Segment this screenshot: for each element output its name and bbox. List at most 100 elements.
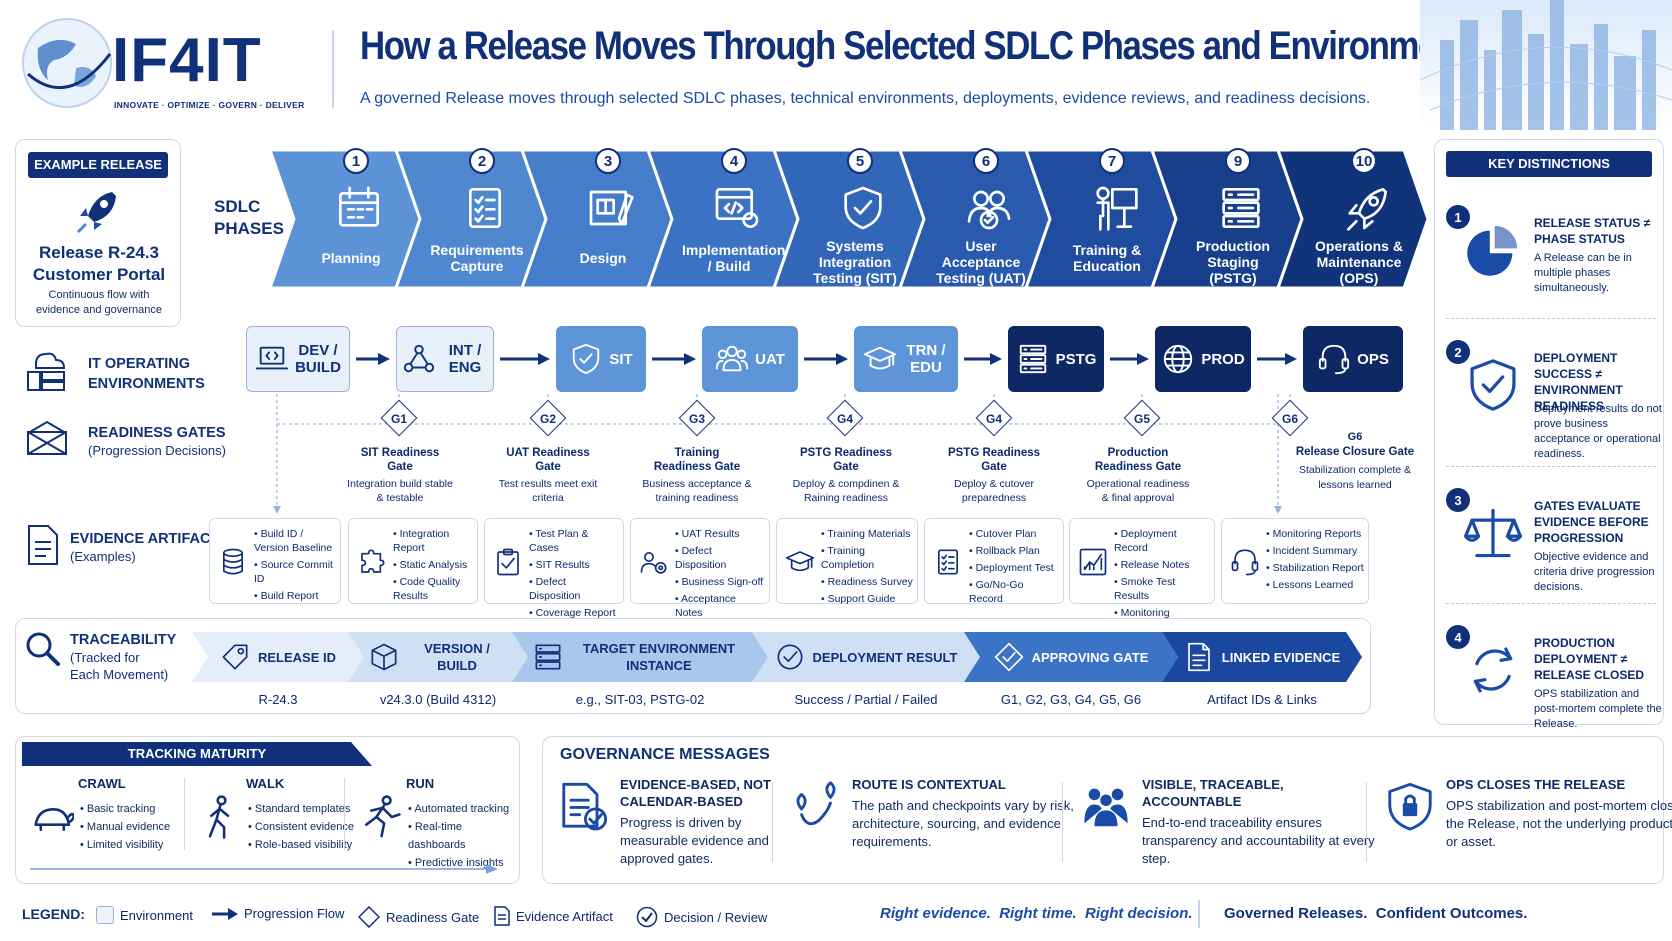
gov-separator bbox=[1366, 782, 1367, 862]
evidence-card-5[interactable]: Training MaterialsTraining CompletionRea… bbox=[776, 518, 918, 605]
check-circle-icon bbox=[777, 644, 803, 670]
gate-id: G6 bbox=[1281, 412, 1298, 426]
maturity-list: Basic trackingManual evidenceLimited vis… bbox=[80, 800, 170, 854]
phase-number: 4 bbox=[721, 148, 747, 174]
env-int-eng[interactable]: INT / ENG bbox=[396, 326, 494, 392]
evidence-card-2[interactable]: Integration ReportStatic AnalysisCode Qu… bbox=[348, 518, 478, 604]
trace-label: RELEASE ID bbox=[257, 649, 336, 665]
governance-panel bbox=[542, 736, 1664, 884]
evidence-item: Defect Disposition bbox=[529, 575, 619, 603]
trace-label: APPROVING GATE bbox=[1031, 649, 1149, 665]
route-icon bbox=[796, 781, 836, 826]
footer-tag-5: Confident Outcomes. bbox=[1375, 905, 1528, 922]
env-pstg[interactable]: PSTG bbox=[1008, 326, 1104, 392]
gov-icon-wrap bbox=[558, 780, 610, 837]
evidence-card-4[interactable]: UAT ResultsDefect DispositionBusiness Si… bbox=[630, 518, 770, 619]
trace-chevron-3 bbox=[512, 632, 768, 682]
env-label: OPS bbox=[1357, 350, 1389, 368]
evidence-list: Build ID / Version BaselineSource Commit… bbox=[254, 527, 336, 606]
evidence-item: Training Materials bbox=[821, 527, 913, 541]
city-skyline-image bbox=[1420, 0, 1672, 130]
trace-item-release-id[interactable]: RELEASE ID bbox=[208, 632, 348, 682]
env-uat[interactable]: UAT bbox=[702, 326, 798, 392]
maturity-item: Standard templates bbox=[248, 800, 354, 818]
kd-desc: A Release can be in multiple phases simu… bbox=[1534, 252, 1632, 294]
env-label: PSTG bbox=[1055, 350, 1097, 368]
phase-number: 3 bbox=[595, 148, 621, 174]
globe-logo-icon bbox=[22, 18, 112, 108]
maturity-item: Manual evidence bbox=[80, 818, 170, 836]
trace-item-deployment-result[interactable]: DEPLOYMENT RESULT bbox=[768, 632, 964, 682]
trace-label: VERSION / BUILD bbox=[424, 641, 490, 673]
phase-label: Design bbox=[579, 250, 627, 266]
maturity-item: Consistent evidence bbox=[248, 818, 354, 836]
closure-gate-text: G6 Release Closure Gate Stabilization co… bbox=[1290, 430, 1420, 493]
evidence-card-7[interactable]: Deployment RecordRelease NotesSmoke Test… bbox=[1069, 518, 1215, 633]
kd-desc: OPS stabilization and post-mortem comple… bbox=[1534, 688, 1662, 730]
cycle-icon bbox=[1473, 647, 1513, 693]
evidence-item: Acceptance Notes bbox=[675, 592, 765, 620]
trace-label: LINKED EVIDENCE bbox=[1221, 649, 1341, 665]
release-name: Release R-24.3 Customer Portal bbox=[16, 242, 182, 286]
env-dev-build[interactable]: DEV / BUILD bbox=[246, 326, 350, 392]
trace-item-linked-evidence[interactable]: LINKED EVIDENCE bbox=[1178, 632, 1346, 682]
trace-item-approving-gate[interactable]: APPROVING GATE bbox=[980, 632, 1162, 682]
env-flow-arrow bbox=[804, 353, 848, 365]
evidence-card-6[interactable]: Cutover PlanRollback PlanDeployment Test… bbox=[924, 518, 1064, 605]
tracking-maturity-title: TRACKING MATURITY bbox=[22, 742, 372, 766]
kd-title: RELEASE STATUS ≠ PHASE STATUS bbox=[1534, 216, 1651, 246]
kd-number: 1 bbox=[1446, 205, 1470, 229]
evidence-item: Readiness Survey bbox=[821, 575, 913, 589]
walker-icon bbox=[208, 795, 230, 839]
maturity-progress-arrow bbox=[30, 864, 498, 874]
legend-title: LEGEND: bbox=[22, 906, 85, 922]
gate-desc: Deploy & compdinen & Raining readiness bbox=[792, 478, 900, 504]
maturity-separator bbox=[184, 778, 185, 850]
evidence-card-8[interactable]: Monitoring ReportsIncident SummaryStabil… bbox=[1221, 518, 1369, 604]
gate-desc: Deploy & cutover preparedness bbox=[954, 478, 1034, 504]
env-flow-arrow bbox=[964, 353, 1002, 365]
env-trn-edu[interactable]: TRN / EDU bbox=[854, 326, 958, 392]
env-prod[interactable]: PROD bbox=[1155, 326, 1251, 392]
phase-icon-wrap bbox=[1217, 184, 1265, 237]
page-title: How a Release Moves Through Selected SDL… bbox=[360, 24, 1485, 68]
headset-icon bbox=[1319, 344, 1350, 375]
runner-icon bbox=[364, 795, 401, 838]
evidence-item: Build Report bbox=[254, 589, 336, 603]
example-release-card: EXAMPLE RELEASE Release R-24.3 Customer … bbox=[15, 139, 181, 327]
legend-artifact-label: Evidence Artifact bbox=[516, 908, 613, 924]
gov-desc: The path and checkpoints vary by risk, a… bbox=[852, 798, 1074, 849]
env-ops[interactable]: OPS bbox=[1303, 326, 1403, 392]
evidence-card-3[interactable]: Test Plan & CasesSIT ResultsDefect Dispo… bbox=[484, 518, 624, 619]
trace-item-target-environment-instance[interactable]: TARGET ENVIRONMENT INSTANCE bbox=[528, 632, 752, 682]
kd-separator bbox=[1446, 318, 1656, 319]
shield-lock-icon bbox=[1388, 782, 1432, 831]
gates-row-label: READINESS GATES (Progression Decisions) bbox=[88, 424, 226, 460]
trace-item-version-build[interactable]: VERSION / BUILD bbox=[364, 632, 512, 682]
clipboard-check-icon bbox=[497, 548, 519, 576]
cube-icon bbox=[371, 643, 397, 671]
evidence-icon-wrap bbox=[785, 547, 815, 577]
legend-flow-label: Progression Flow bbox=[244, 906, 345, 921]
phase-chevron-9 bbox=[1275, 148, 1430, 290]
tag-icon bbox=[222, 644, 248, 670]
evidence-label-line1: EVIDENCE ARTIFACTS bbox=[70, 531, 229, 547]
evidence-card-1[interactable]: Build ID / Version BaselineSource Commit… bbox=[209, 518, 341, 604]
env-sit[interactable]: SIT bbox=[556, 326, 646, 392]
env-row-label: IT OPERATING ENVIRONMENTS bbox=[88, 354, 205, 394]
env-label: PROD bbox=[1201, 350, 1245, 368]
gov-desc: Progress is driven by measurable evidenc… bbox=[620, 815, 769, 866]
